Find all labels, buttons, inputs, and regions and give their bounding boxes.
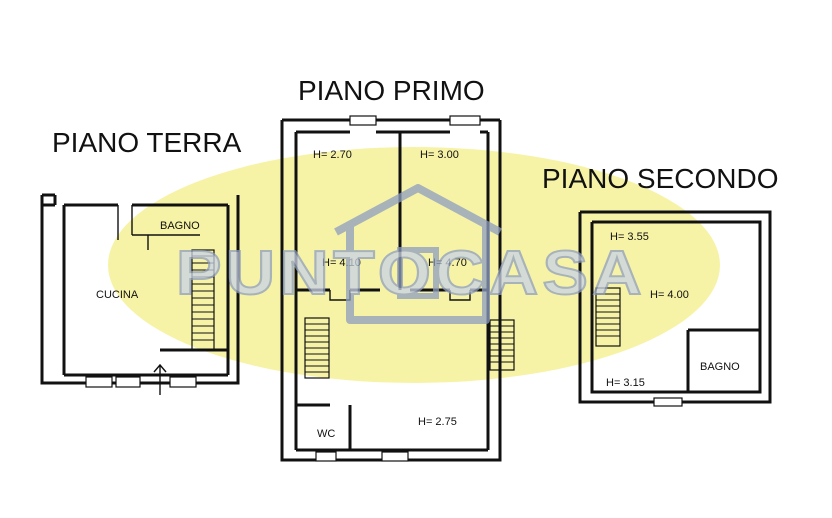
piano-primo-stair-right: [489, 319, 515, 371]
piano-terra-plan: CUCINA BAGNO: [40, 193, 240, 395]
secondo-height-3: H= 3.15: [606, 377, 645, 389]
primo-height-1: H= 2.70: [313, 149, 352, 161]
piano-primo-stair-left: [304, 317, 330, 379]
secondo-height-1: H= 3.55: [610, 231, 649, 243]
wc-label: WC: [317, 428, 335, 440]
watermark-ellipse: [108, 147, 720, 383]
secondo-height-2: H= 4.00: [650, 289, 689, 301]
piano-primo-title: PIANO PRIMO: [298, 75, 485, 106]
primo-height-5: H= 2.75: [418, 416, 457, 428]
house-icon: [334, 184, 502, 324]
piano-terra-stair: [191, 249, 215, 351]
house-door-icon: [397, 247, 439, 299]
primo-height-2: H= 3.00: [420, 149, 459, 161]
piano-terra-title: PIANO TERRA: [52, 127, 242, 158]
piano-secondo-title: PIANO SECONDO: [542, 163, 778, 194]
piano-primo-plan: H= 2.70 H= 3.00 H= 4.10 H= 4.70 H= 2.75 …: [280, 115, 515, 462]
terra-bagno-label: BAGNO: [160, 220, 200, 232]
piano-secondo-plan: H= 3.55 H= 4.00 H= 3.15 BAGNO: [578, 210, 772, 407]
cucina-label: CUCINA: [96, 289, 139, 301]
piano-secondo-stair: [595, 287, 621, 347]
watermark: PUNTOCASA: [175, 184, 646, 324]
watermark-text: PUNTOCASA: [176, 239, 646, 308]
secondo-bagno-label: BAGNO: [700, 361, 740, 373]
